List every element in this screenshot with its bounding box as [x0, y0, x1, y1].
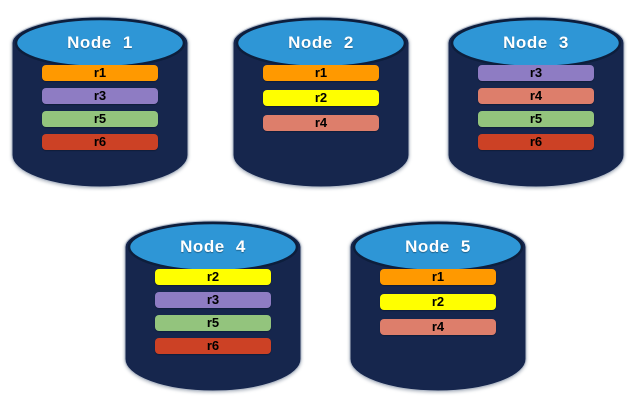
replica-bar-r6: r6	[478, 134, 594, 150]
node-title: Node 1	[67, 33, 133, 52]
replica-list: r1 r3 r5 r6	[42, 65, 158, 150]
replica-list: r1 r2 r4	[380, 269, 496, 335]
replica-bar-r4: r4	[263, 115, 379, 131]
db-node-node-4: Node 4 r2 r3 r5 r6	[123, 211, 303, 397]
node-title: Node 2	[288, 33, 354, 52]
replica-list: r3 r4 r5 r6	[478, 65, 594, 150]
replica-list: r2 r3 r5 r6	[155, 269, 271, 354]
replica-bar-r4: r4	[380, 319, 496, 335]
replica-bar-r3: r3	[478, 65, 594, 81]
replica-bar-r1: r1	[42, 65, 158, 81]
replica-bar-r1: r1	[380, 269, 496, 285]
replica-bar-r5: r5	[478, 111, 594, 127]
replica-bar-r6: r6	[42, 134, 158, 150]
replica-bar-r5: r5	[42, 111, 158, 127]
replica-bar-r3: r3	[155, 292, 271, 308]
replica-bar-r2: r2	[380, 294, 496, 310]
replica-bar-r2: r2	[155, 269, 271, 285]
replica-bar-r5: r5	[155, 315, 271, 331]
node-title: Node 4	[180, 237, 246, 256]
node-title: Node 5	[405, 237, 471, 256]
replica-bar-r2: r2	[263, 90, 379, 106]
db-node-node-2: Node 2 r1 r2 r4	[231, 7, 411, 193]
db-node-node-1: Node 1 r1 r3 r5 r6	[10, 7, 190, 193]
db-node-node-3: Node 3 r3 r4 r5 r6	[446, 7, 626, 193]
replica-list: r1 r2 r4	[263, 65, 379, 131]
replica-bar-r1: r1	[263, 65, 379, 81]
replica-bar-r3: r3	[42, 88, 158, 104]
replica-bar-r4: r4	[478, 88, 594, 104]
node-title: Node 3	[503, 33, 569, 52]
db-node-node-5: Node 5 r1 r2 r4	[348, 211, 528, 397]
replica-bar-r6: r6	[155, 338, 271, 354]
